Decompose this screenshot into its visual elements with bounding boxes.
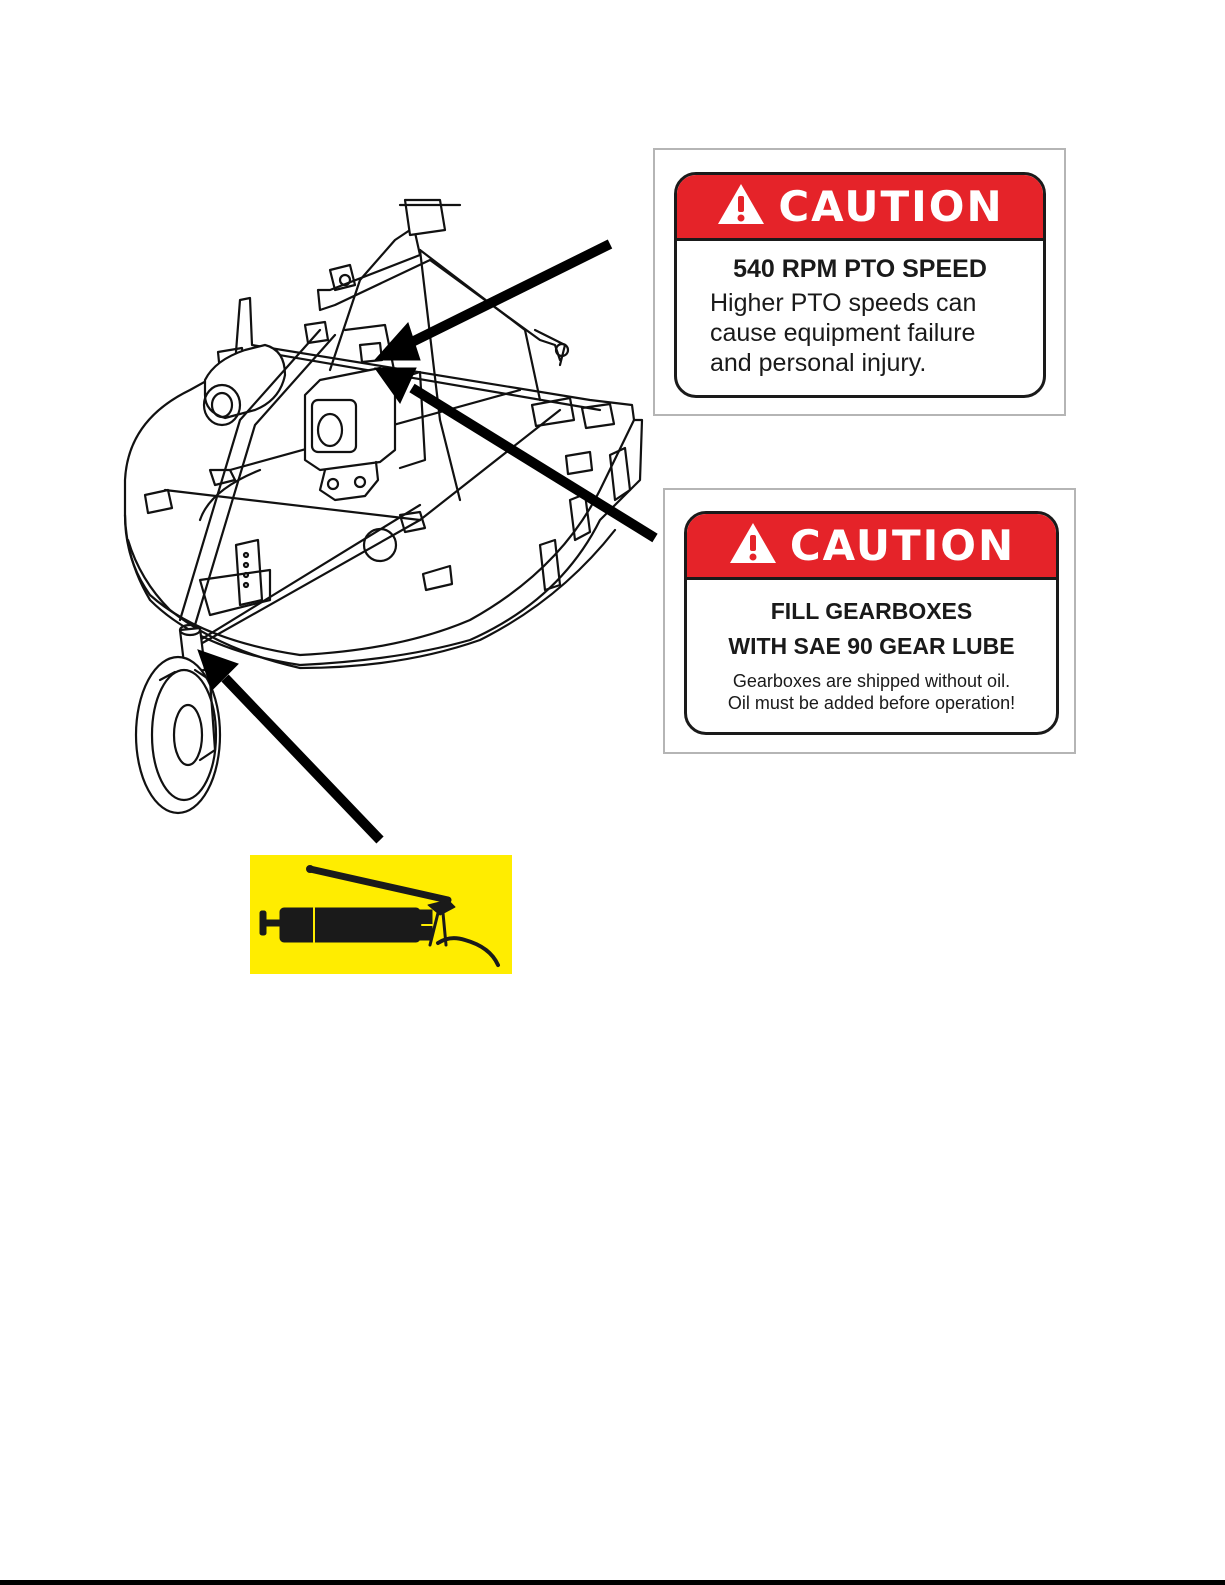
decal-border: CAUTION 540 RPM PTO SPEED Higher PTO spe… [674,172,1046,398]
caution-header: CAUTION [677,175,1043,241]
decal-body: FILL GEARBOXES WITH SAE 90 GEAR LUBE Gea… [687,594,1056,714]
caster-wheel [136,657,220,813]
caution-decal-pto-speed: CAUTION 540 RPM PTO SPEED Higher PTO spe… [653,148,1066,416]
footer-rule [0,1580,1225,1585]
warning-triangle-icon [716,182,766,231]
caution-decal-gearbox-lube: CAUTION FILL GEARBOXES WITH SAE 90 GEAR … [663,488,1076,754]
arrow-grease-point [225,678,380,840]
gearbox [305,368,395,470]
decal-message-line: cause equipment failure [710,318,1043,348]
decal-headline-line: FILL GEARBOXES [687,594,1056,629]
decal-message-line: Higher PTO speeds can [710,288,1043,318]
decal-note-line: Oil must be added before operation! [687,692,1056,714]
grease-point-label [250,855,512,974]
caution-word: CAUTION [790,521,1015,570]
caution-word: CAUTION [778,182,1003,231]
decal-note-line: Gearboxes are shipped without oil. [687,670,1056,692]
decal-body: 540 RPM PTO SPEED Higher PTO speeds can … [677,255,1043,378]
decal-border: CAUTION FILL GEARBOXES WITH SAE 90 GEAR … [684,511,1059,735]
decal-message-line: and personal injury. [710,348,1043,378]
arrow-pto-decal [410,244,610,343]
grease-gun-icon [250,855,512,974]
decal-headline: 540 RPM PTO SPEED [677,255,1043,284]
decal-headline-line: WITH SAE 90 GEAR LUBE [687,629,1056,664]
caution-header: CAUTION [687,514,1056,580]
warning-triangle-icon [728,521,778,570]
